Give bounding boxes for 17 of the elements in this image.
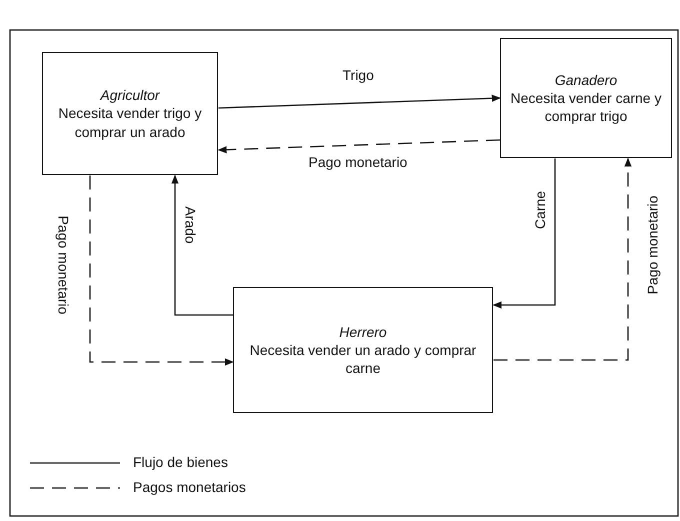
payment-arrow [89,176,234,366]
role-heading: Herrero [339,322,387,341]
goods-arrow [171,174,233,316]
legend-text: Pagos monetarios [133,479,246,495]
legend-text: Flujo de bienes [133,454,228,470]
role-heading: Ganadero [554,70,618,89]
goods-arrow [492,158,556,309]
payment-arrow [218,139,500,154]
actor-box [233,287,493,413]
actor-box [42,52,218,175]
need-text: Necesita vender carne y comprar trigo [510,88,662,126]
payment-arrow [494,158,632,361]
role-heading: Agricultor [100,86,160,104]
need-text: Necesita vender trigo y comprar un arado [57,104,203,141]
goods-arrow [218,94,501,109]
actor-box [500,38,672,158]
need-text: Necesita vender un arado y comprar carne [248,340,478,378]
